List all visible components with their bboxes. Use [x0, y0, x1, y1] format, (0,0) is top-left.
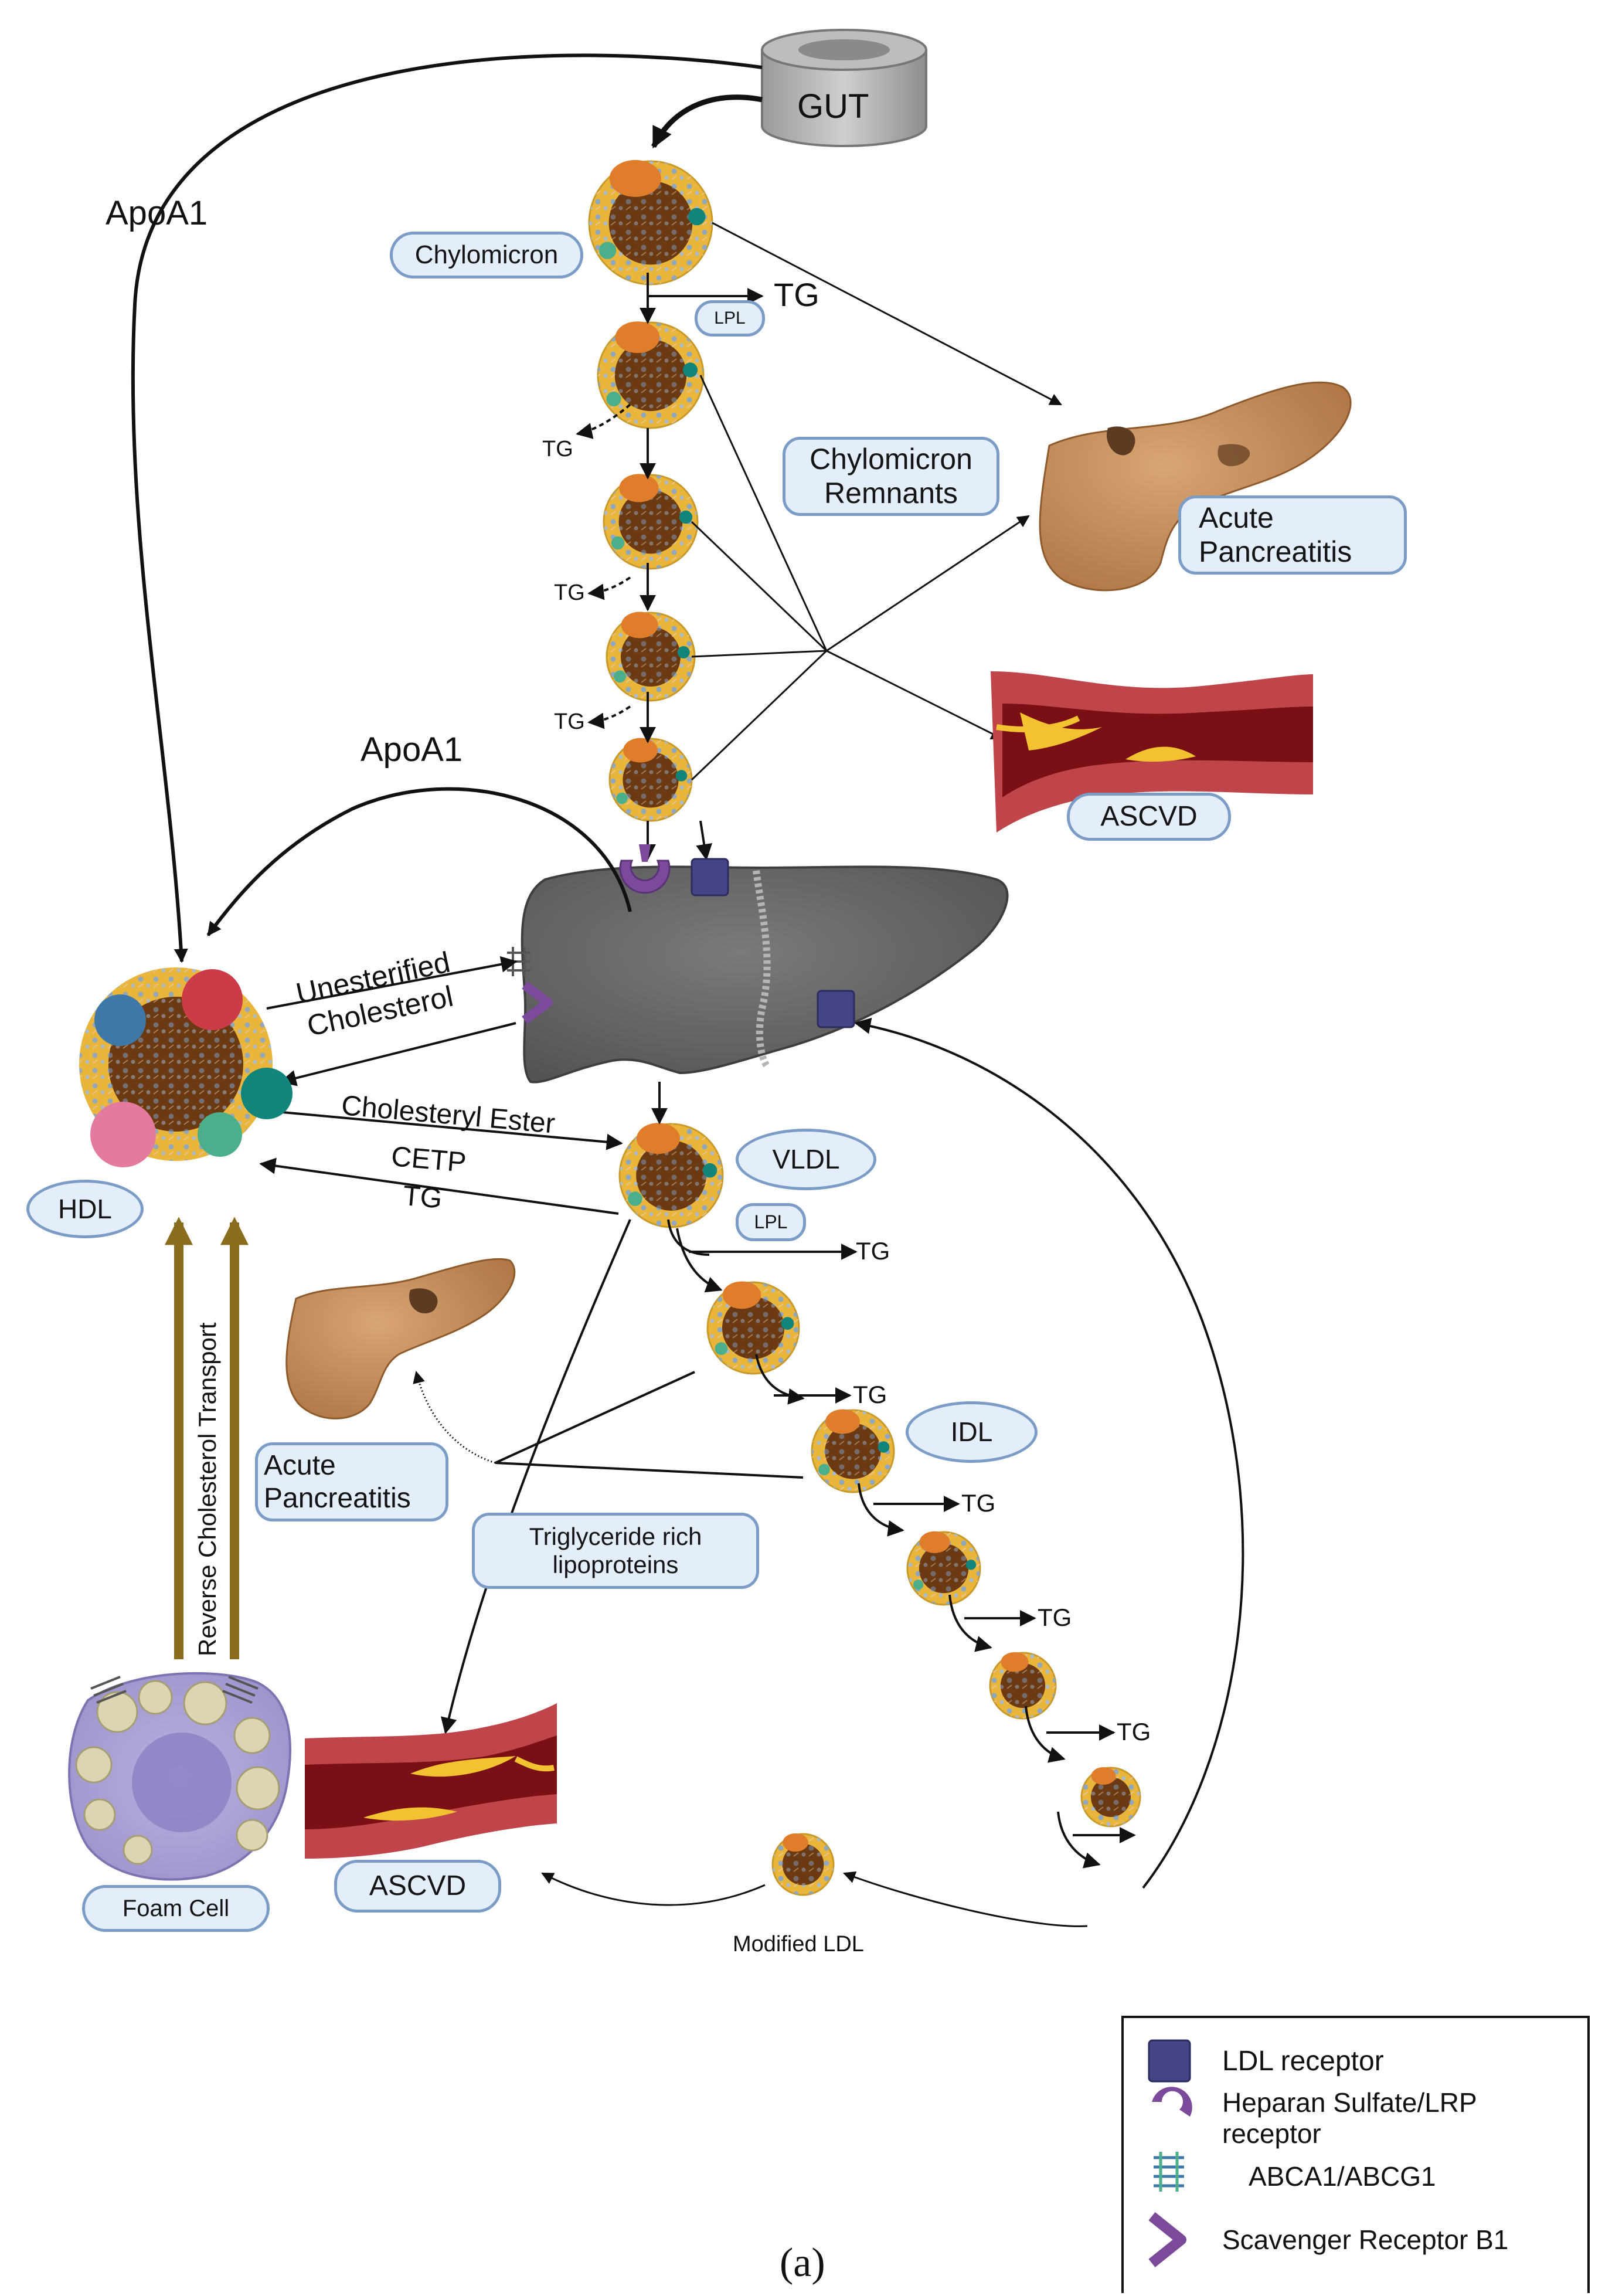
chylomicron-remnant-1 — [597, 321, 705, 429]
pancreas-top-icon — [1039, 381, 1352, 592]
ldl-receptor-on-liver — [691, 858, 729, 896]
scavenger-receptor-icon — [1148, 2212, 1186, 2268]
lipoprotein-particles — [588, 159, 1141, 1896]
idl-remnant-particle — [906, 1531, 981, 1606]
tg-label-lpl-top: TG — [774, 276, 819, 313]
artery-bottom-icon — [305, 1703, 557, 1859]
tg-label-vldl: TG — [856, 1237, 890, 1265]
tg-label-cetp: TG — [402, 1180, 444, 1215]
heparan-sulfate-receptor-on-liver — [619, 844, 671, 894]
acute-pancreatitis-label-top: Acute Pancreatitis — [1178, 495, 1407, 575]
chylomicron-label: Chylomicron — [390, 232, 583, 278]
tg-label-2: TG — [554, 580, 585, 605]
legend-box — [1121, 2016, 1590, 2296]
chylomicron-remnant-2 — [603, 474, 699, 570]
idl-particle — [811, 1409, 895, 1493]
legend-label-heparan-sulfate: Heparan Sulfate/LRP receptor — [1222, 2087, 1477, 2149]
heparan-sulfate-receptor-icon — [1152, 2087, 1192, 2117]
ldl-particle-2 — [1080, 1767, 1141, 1828]
chylomicron-remnant-4 — [608, 738, 693, 822]
ascvd-label-bottom: ASCVD — [334, 1860, 501, 1913]
lpl-label-top: LPL — [695, 300, 765, 337]
ascvd-label-top: ASCVD — [1067, 793, 1231, 841]
reverse-cholesterol-transport-label: Reverse Cholesterol Transport — [193, 1322, 221, 1656]
tg-label-1: TG — [542, 437, 573, 461]
apoa1-label-top: ApoA1 — [106, 194, 208, 232]
idl-label: IDL — [906, 1401, 1038, 1463]
gut-icon — [761, 29, 927, 147]
liver-icon — [521, 865, 1009, 1084]
triglyceride-rich-lipoproteins-label: Triglyceride rich lipoproteins — [472, 1513, 759, 1589]
apoa1-label-liver: ApoA1 — [361, 731, 463, 769]
chylomicron-particle — [588, 159, 713, 286]
ldl-receptor-right-liver — [817, 990, 855, 1028]
legend-label-scavenger: Scavenger Receptor B1 — [1222, 2224, 1509, 2255]
hdl-label: HDL — [26, 1180, 144, 1238]
tg-label-4: TG — [853, 1381, 887, 1408]
hdl-liver-exchange-arrows — [259, 956, 668, 1215]
pancreas-left-icon — [285, 1258, 516, 1419]
remnant-convergence-lines — [691, 222, 1062, 781]
ldl-receptor-icon — [1148, 2039, 1191, 2083]
legend-label-ldl-receptor: LDL receptor — [1222, 2046, 1384, 2077]
scavenger-receptor-on-liver — [522, 981, 553, 1024]
tg-label-3: TG — [554, 709, 585, 734]
tg-label-5: TG — [961, 1489, 996, 1517]
hdl-particle-icon — [79, 967, 293, 1167]
legend-label-abca1: ABCA1/ABCG1 — [1249, 2161, 1436, 2192]
figure-caption: (a) — [780, 2240, 825, 2285]
foam-cell-label: Foam Cell — [82, 1885, 270, 1932]
vldl-cascade-arrows — [667, 1219, 1136, 1869]
lpl-label-vldl: LPL — [736, 1203, 806, 1241]
chylomicron-remnants-label: Chylomicron Remnants — [783, 437, 999, 516]
chylomicron-cascade-arrows — [576, 273, 764, 861]
acute-pancreatitis-label-bottom: Acute Pancreatitis — [255, 1442, 448, 1521]
tg-label-7: TG — [1117, 1718, 1151, 1745]
vldl-particle — [618, 1123, 724, 1228]
modified-ldl-label: Modified LDL — [733, 1932, 864, 1957]
abca1-transporter-icon — [1154, 2152, 1184, 2192]
foam-cell-icon — [68, 1672, 291, 1881]
trl-convergence-lines — [413, 1370, 804, 1479]
gut-label: GUT — [797, 87, 869, 125]
chylomicron-remnant-3 — [606, 612, 696, 702]
cetp-label: CETP — [390, 1140, 468, 1178]
ldl-particle-1 — [989, 1652, 1057, 1720]
tg-label-6: TG — [1038, 1604, 1072, 1631]
modified-ldl-particle — [771, 1833, 835, 1896]
vldl-label: VLDL — [736, 1129, 876, 1190]
vldl-remnant-particle — [706, 1281, 800, 1375]
artery-top-icon — [991, 671, 1313, 833]
